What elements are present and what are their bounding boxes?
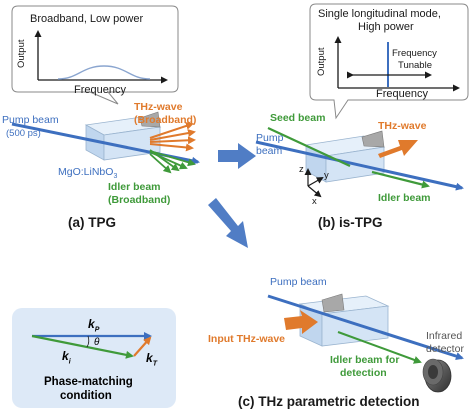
tpg-ylabel: Output (16, 39, 27, 68)
istpg-seed-label: Seed beam (270, 112, 326, 124)
phase-matching-panel (12, 308, 176, 408)
tpg-idler-fan (149, 149, 196, 174)
istpg-spectrum-plot (334, 36, 460, 92)
kp-label: kP (88, 317, 100, 334)
phase-matching-title-line1: Phase-matching (44, 376, 133, 388)
detection-pump-beam-arrow (267, 294, 464, 360)
istpg-annotation-line2: Tunable (398, 60, 432, 71)
tpg-idler-label: Idler beam (108, 181, 161, 193)
tpg-xlabel: Frequency (74, 84, 126, 96)
detection-idler-label-line2: detection (340, 367, 387, 379)
istpg-idler-arrow (371, 170, 430, 189)
tpg-crystal-label: MgO:LiNbO3 (58, 166, 118, 181)
tpg-pump-sublabel: (500 ps) (6, 128, 41, 139)
istpg-ylabel: Output (316, 47, 327, 76)
istpg-thz-label: THz-wave (378, 120, 427, 132)
tpg-thz-fan (149, 122, 196, 152)
detector-label-line1: Infrared (426, 330, 463, 342)
detector-label-line2: detector (426, 343, 464, 355)
istpg-caption: (b) is-TPG (318, 215, 383, 230)
detection-input-thz-arrow (284, 310, 318, 334)
axis-z-label: z (299, 164, 304, 175)
detection-idler-label-line1: Idler beam for (330, 354, 400, 366)
istpg-bubble-title-line1: Single longitudinal mode, (318, 8, 441, 20)
tpg-bubble-title: Broadband, Low power (30, 13, 144, 25)
istpg-idler-label: Idler beam (378, 192, 431, 204)
arrow-a-to-b (218, 143, 256, 169)
tpg-caption: (a) TPG (68, 215, 117, 230)
ki-label: ki (62, 349, 71, 366)
kt-vector (133, 336, 152, 357)
detection-caption: (c) THz parametric detection (238, 394, 420, 409)
istpg-thz-arrow (378, 140, 418, 158)
ki-vector (31, 334, 134, 359)
arrow-a-to-c (208, 198, 248, 248)
istpg-pump-beam-arrow (255, 140, 464, 191)
istpg-bubble-title-line2: High power (358, 21, 414, 33)
axis-x-label: x (312, 196, 317, 207)
tpg-idler-sublabel: (Broadband) (108, 194, 171, 206)
istpg-seed-beam-arrow (267, 127, 351, 167)
istpg-xlabel: Frequency (376, 88, 428, 100)
infrared-detector-icon (422, 358, 452, 393)
kt-label: kT (146, 351, 157, 368)
phase-matching-title-line2: condition (60, 390, 112, 402)
detection-pump-label: Pump beam (270, 276, 327, 288)
tpg-thz-label: THz-wave (134, 101, 183, 113)
istpg-coordinate-axes (304, 168, 324, 198)
tpg-pump-label: Pump beam (2, 114, 59, 126)
istpg-pump-label-line1: Pump (256, 132, 284, 144)
tpg-thz-sublabel: (Broadband) (134, 114, 197, 126)
istpg-pump-label-line2: beam (256, 145, 283, 157)
istpg-annotation-line1: Frequency (392, 48, 437, 59)
theta-arc (86, 335, 90, 348)
tpg-spectrum-plot (34, 30, 168, 84)
axis-y-label: y (324, 170, 329, 181)
theta-label: θ (94, 337, 100, 348)
detection-input-thz-label: Input THz-wave (208, 333, 286, 345)
detection-idler-arrow (337, 331, 422, 364)
